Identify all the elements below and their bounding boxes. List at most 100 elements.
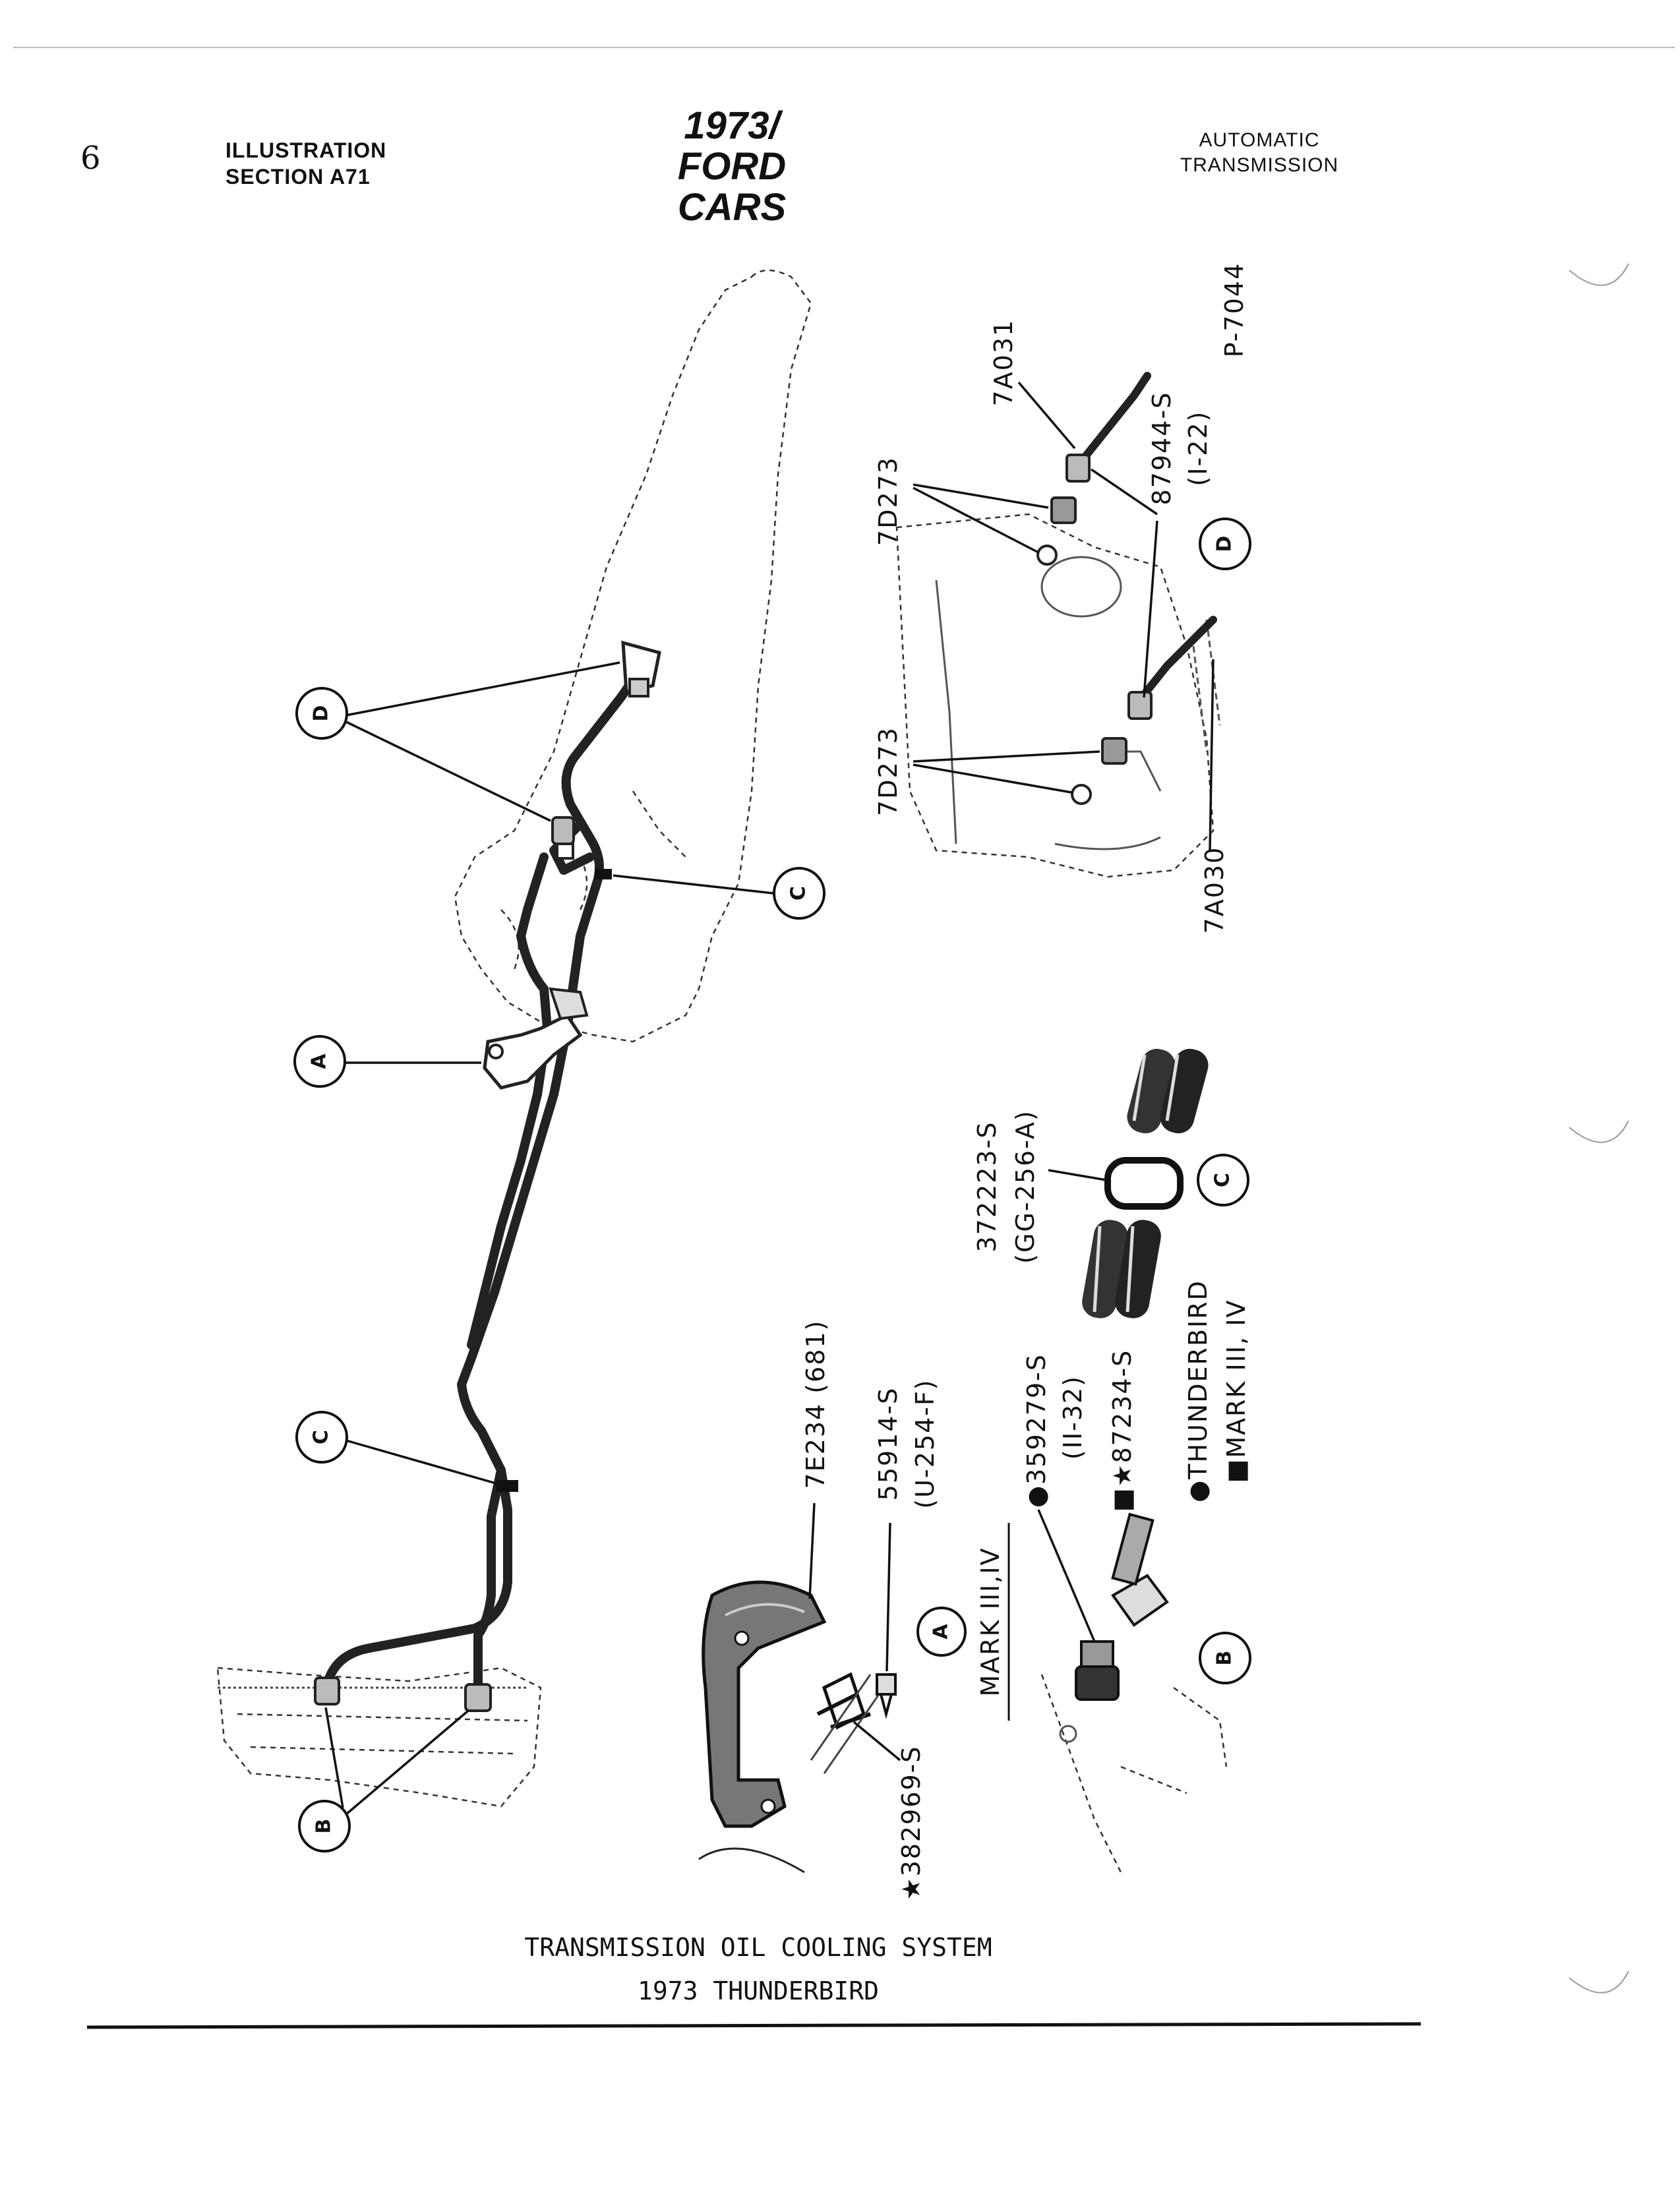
detail-b-radiator-fitting [1075,1640,1120,1701]
callout-d-letter: D [310,705,333,722]
detail-b-callout-circle [1199,1632,1251,1684]
page-number: 6 [80,140,101,177]
callout-a-circle [293,1035,346,1088]
detail-d-connector-lower [1101,737,1127,765]
label-7d273-lower: 7D273 [874,726,903,816]
detail-a-bracket [698,1580,827,1874]
label-7a031: 7A031 [989,319,1018,407]
binder-hole-mark [1569,1971,1629,1994]
leader-c-lower [345,1439,496,1485]
publication-title: 1973/ FORD CARS [620,105,844,228]
label-382969: ★382969-S [897,1746,926,1901]
label-mark-note: MARK III,IV [976,1547,1005,1696]
callout-d-circle [295,687,348,740]
detail-a-clip [810,1672,885,1774]
caption-line1: TRANSMISSION OIL COOLING SYSTEM [524,1933,992,1962]
detail-d-fitting-upper [1065,454,1091,483]
binder-hole-mark [1569,1120,1629,1143]
tube-clip-c-lower [496,1480,518,1492]
topic-label-line1: AUTOMATIC [1199,129,1320,151]
lower-fitting [551,816,575,860]
publication-title-line2: FORD CARS [677,145,787,229]
detail-c-callout-letter: C [1211,1173,1234,1187]
detail-c-tubes [1082,1048,1209,1319]
legend-mark: ■MARK III, IV [1222,1299,1251,1483]
leader-7d273-lower-b [913,763,1072,794]
detail-d-fitting-lower [1127,691,1153,720]
leader-c-upper [613,874,774,895]
detail-d-tube-7a031-hl [1079,374,1149,463]
leader-7d273-upper-b [913,487,1039,554]
label-7e234: 7E234 (681) [801,1320,830,1489]
label-55914: 55914-S [874,1387,903,1501]
section-label: ILLUSTRATION SECTION A71 [225,137,386,190]
leader-d-lower [345,721,551,822]
section-label-line1: ILLUSTRATION [225,138,387,162]
detail-a-callout-circle [916,1607,967,1657]
detail-c-clip [1104,1157,1184,1210]
leader-87944-b [1143,520,1158,698]
detail-d-washer-upper [1036,545,1058,566]
callout-a-letter: A [308,1053,331,1069]
transmission-outline [454,269,812,1043]
leader-7a031 [1017,381,1076,450]
radiator-fitting-left [314,1676,340,1705]
label-87944: 87944-S [1147,392,1176,506]
leader-7d273-lower-a [913,750,1100,763]
leader-359279 [1037,1509,1096,1642]
leader-7d273-upper-a [913,483,1049,509]
topic-label: AUTOMATIC TRANSMISSION [1160,128,1358,178]
figure-number: P-7044 [1220,262,1249,358]
detail-d-tube-7a030-hl [1139,618,1215,701]
label-372223-ref: (GG-256-A) [1011,1110,1040,1264]
mounting-bracket [483,987,589,1090]
detail-d-transmission-case [895,513,1221,878]
detail-d-connector-upper [1050,496,1077,524]
leader-87944-a [1091,468,1158,516]
topic-label-line2: TRANSMISSION [1180,154,1339,176]
detail-d-callout-circle [1199,518,1251,570]
tube-clip-c-upper [595,869,612,879]
leader-55914 [885,1522,891,1672]
detail-a-screw [876,1673,897,1719]
legend-thunderbird: ●THUNDERBIRD [1184,1280,1213,1502]
callout-c2-letter: C [310,1430,333,1444]
leader-d-upper [345,661,620,717]
cooler-tube-outline [322,645,644,1692]
section-label-line2: SECTION A71 [225,165,371,189]
label-87944-ref: (I-22) [1184,411,1213,487]
detail-c-callout-circle [1197,1154,1249,1206]
label-372223: 372223-S [973,1121,1002,1253]
detail-b-connector [1111,1512,1169,1627]
upper-fitting [621,640,661,697]
label-359279-ref: (II-32) [1058,1375,1087,1460]
radiator-outline [216,1667,542,1808]
leader-b-left [324,1707,344,1808]
publication-title-line1: 1973/ [684,104,780,147]
cooler-tube-highlight [324,647,642,1690]
callout-c-letter: C [787,886,810,901]
label-7d273-upper: 7D273 [874,456,903,546]
label-87234: ■★87234-S [1108,1349,1137,1512]
detail-d-washer-lower [1071,784,1092,805]
label-55914-ref: (U-254-F) [911,1379,940,1508]
detail-b-radiator-outline [1040,1674,1228,1873]
radiator-fitting-right [464,1683,492,1712]
callout-b-letter: B [313,1819,336,1834]
detail-b-callout-letter: B [1213,1651,1236,1666]
label-359279: ●359279-S [1022,1353,1051,1508]
callout-c2-circle [295,1411,348,1464]
binder-hole-mark [1569,263,1629,286]
leader-7a030 [1209,659,1215,851]
leader-372223 [1048,1169,1107,1181]
callout-b-circle [298,1800,351,1853]
leader-7e234 [808,1502,816,1599]
leader-b-right [345,1709,469,1816]
label-7a030: 7A030 [1200,846,1229,934]
leader-382969 [853,1721,901,1762]
callout-c-circle [773,867,825,920]
detail-d-callout-letter: D [1213,536,1236,552]
caption-line2: 1973 THUNDERBIRD [637,1976,880,2005]
bottom-rule [86,2022,1422,2029]
